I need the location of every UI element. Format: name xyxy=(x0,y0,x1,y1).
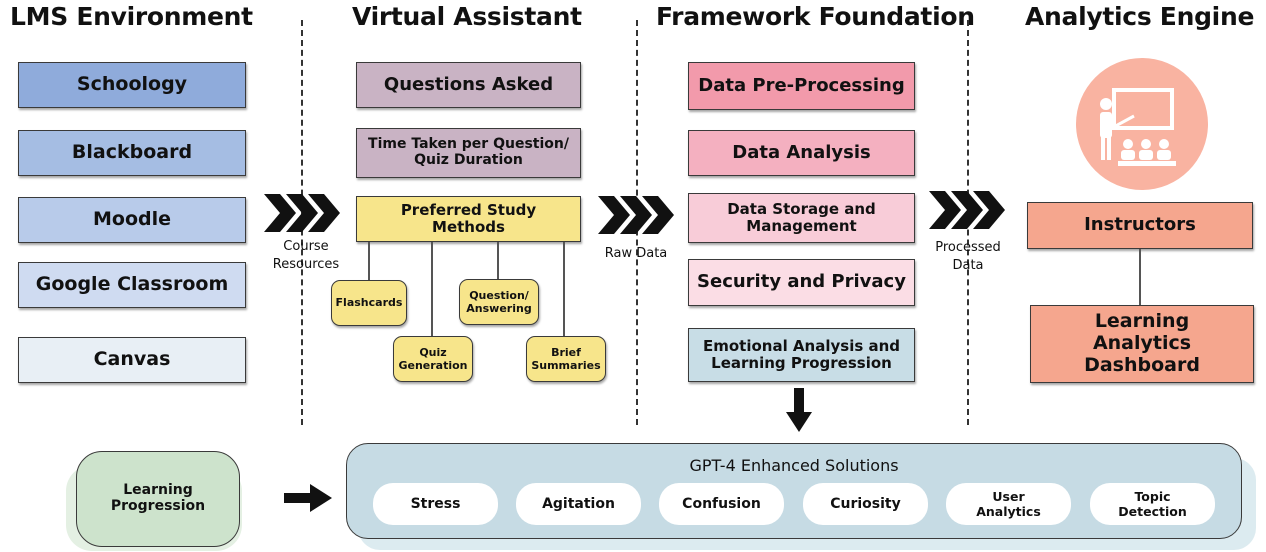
learning-analytics-dashboard-box: Learning Analytics Dashboard xyxy=(1030,305,1254,383)
raw-data-label: Raw Data xyxy=(604,246,668,261)
gpt-chip-stress: Stress xyxy=(373,483,498,525)
gpt-chip-topic-detection: Topic Detection xyxy=(1090,483,1215,525)
gpt-chip-confusion: Confusion xyxy=(659,483,784,525)
instructors-box: Instructors xyxy=(1027,202,1253,249)
method-flashcards: Flashcards xyxy=(331,280,407,326)
connector-instructors-dashboard xyxy=(1139,249,1141,305)
security-privacy-box: Security and Privacy xyxy=(688,259,915,306)
lms-item-blackboard: Blackboard xyxy=(18,130,246,176)
gpt-chip-curiosity: Curiosity xyxy=(803,483,928,525)
gpt-chip-agitation: Agitation xyxy=(516,483,641,525)
analytics-heading: Analytics Engine xyxy=(1025,2,1255,31)
study-methods-box: Preferred Study Methods xyxy=(356,196,581,242)
data-analysis-box: Data Analysis xyxy=(688,130,915,176)
arrow-down-icon xyxy=(786,388,812,432)
framework-heading: Framework Foundation xyxy=(656,2,975,31)
connector-qa xyxy=(497,242,499,280)
triple-chevron-right-icon xyxy=(929,191,1005,229)
lms-heading: LMS Environment xyxy=(10,2,253,31)
lms-item-canvas: Canvas xyxy=(18,337,246,383)
data-storage-box: Data Storage and Management xyxy=(688,193,915,243)
connector-brief xyxy=(563,242,565,337)
method-question-answering: Question/ Answering xyxy=(459,279,539,325)
gpt-panel-title: GPT-4 Enhanced Solutions xyxy=(689,456,899,475)
connector-quiz xyxy=(431,242,433,337)
lms-item-schoology: Schoology xyxy=(18,62,246,108)
assistant-heading: Virtual Assistant xyxy=(352,2,582,31)
arrow-right-icon xyxy=(284,484,332,512)
connector-flashcards xyxy=(368,242,370,282)
learning-progression-box: Learning Progression xyxy=(76,451,240,547)
data-preprocessing-box: Data Pre-Processing xyxy=(688,62,915,110)
triple-chevron-right-icon xyxy=(264,194,340,232)
course-resources-label: Course Resources xyxy=(272,239,340,272)
processed-data-label: Processed Data xyxy=(935,240,1001,273)
questions-asked-box: Questions Asked xyxy=(356,62,581,108)
lms-item-google-classroom: Google Classroom xyxy=(18,262,246,308)
method-brief-summaries: Brief Summaries xyxy=(526,336,606,382)
gpt-chip-user-analytics: User Analytics xyxy=(946,483,1071,525)
time-taken-box: Time Taken per Question/ Quiz Duration xyxy=(356,128,581,178)
method-quiz-generation: Quiz Generation xyxy=(393,336,473,382)
triple-chevron-right-icon xyxy=(598,196,674,234)
teacher-presentation-icon xyxy=(1076,58,1208,190)
lms-item-moodle: Moodle xyxy=(18,197,246,243)
emotional-analysis-box: Emotional Analysis and Learning Progress… xyxy=(688,328,915,382)
